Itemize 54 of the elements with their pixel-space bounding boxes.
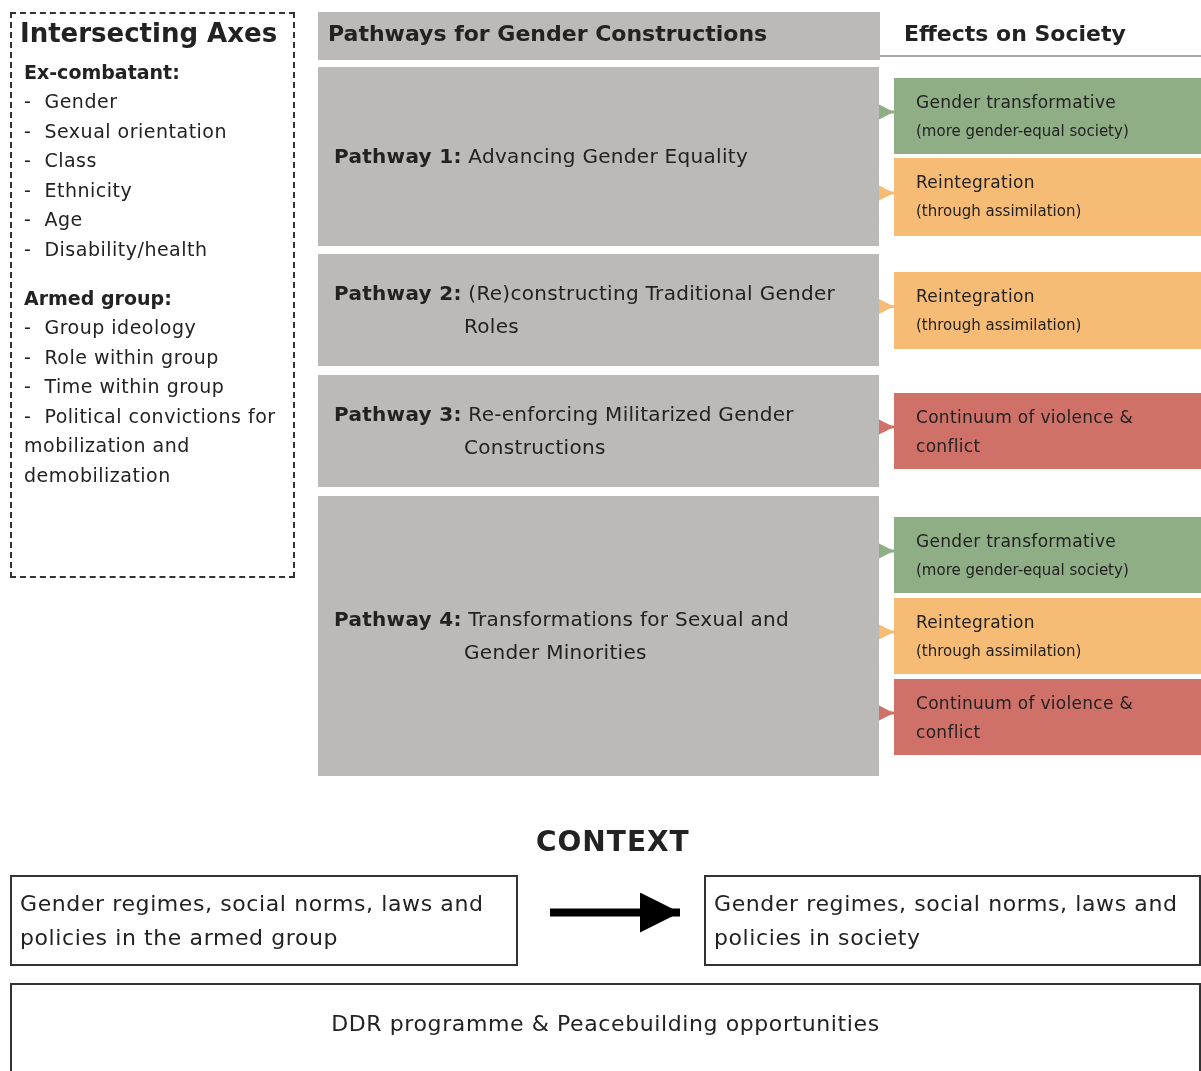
effect-note: (more gender-equal society) [916, 121, 1130, 142]
group-heading: Armed group: [24, 286, 173, 311]
context-box: Gender regimes, social norms, laws and policies in the armed group [10, 875, 518, 966]
pathway-box [318, 67, 879, 246]
list-item: - Time within group [24, 374, 226, 399]
list-item: - Class [24, 148, 98, 173]
panel-heading: Intersecting Axes [20, 18, 279, 48]
pathway-label: Pathway 1: Advancing Gender Equality [334, 143, 749, 170]
dashed-panel [10, 12, 295, 578]
arrow [878, 705, 894, 721]
arrow [878, 419, 894, 435]
effect-label: Continuum of violence & conflict [916, 692, 1135, 744]
effect-box [894, 598, 1201, 674]
header-band: Pathways for Gender Constructions [318, 12, 880, 60]
pathway-label: Pathway 2: (Re)constructing Traditional Gender Roles [334, 280, 837, 340]
group-heading: Ex-combatant: [24, 60, 181, 85]
effect-note: (more gender-equal society) [916, 560, 1130, 581]
effect-note: (through assimilation) [916, 641, 1083, 662]
effect-box [894, 158, 1201, 236]
effect-box [894, 517, 1201, 593]
pathway-label: Pathway 3: Re-enforcing Militarized Gender Constructions [334, 401, 795, 461]
list-item: - Ethnicity [24, 177, 134, 203]
arrow [878, 298, 894, 315]
arrow [878, 543, 894, 559]
arrow [878, 624, 894, 640]
list-item: - Political convictions for mobilization and demobilization [24, 403, 277, 488]
list-item: - Sexual orientation [24, 118, 229, 144]
context-box: Gender regimes, social norms, laws and policies in society [704, 875, 1201, 966]
header-band: Effects on Society [880, 12, 1201, 57]
list-item: - Gender [24, 89, 119, 114]
pathway-label: Pathway 4: Transformations for Sexual and Gender Minorities [334, 606, 790, 666]
list-item: - Role within group [24, 344, 220, 370]
effect-label: Reintegration [916, 611, 1036, 634]
effect-note: (through assimilation) [916, 315, 1083, 336]
effect-note: (through assimilation) [916, 201, 1083, 222]
arrow [878, 185, 894, 201]
programme-box: DDR programme & Peacebuilding opportunities [10, 983, 1201, 1071]
effect-label: Reintegration [916, 171, 1036, 194]
section-heading: CONTEXT [536, 825, 690, 858]
list-item: - Group ideology [24, 315, 198, 340]
effect-box [894, 78, 1201, 154]
pathway-box [318, 254, 879, 366]
list-item: - Disability/health [24, 236, 209, 262]
effect-label: Continuum of violence & conflict [916, 406, 1135, 458]
arrow [878, 104, 894, 120]
pathway-box [318, 375, 879, 487]
effect-label: Reintegration [916, 285, 1036, 308]
list-item: - Age [24, 207, 84, 232]
pathway-box [318, 496, 879, 776]
effect-box [894, 272, 1201, 349]
effect-box [894, 393, 1201, 469]
effect-label: Gender transformative [916, 91, 1117, 114]
effect-box [894, 679, 1201, 755]
effect-label: Gender transformative [916, 530, 1117, 553]
